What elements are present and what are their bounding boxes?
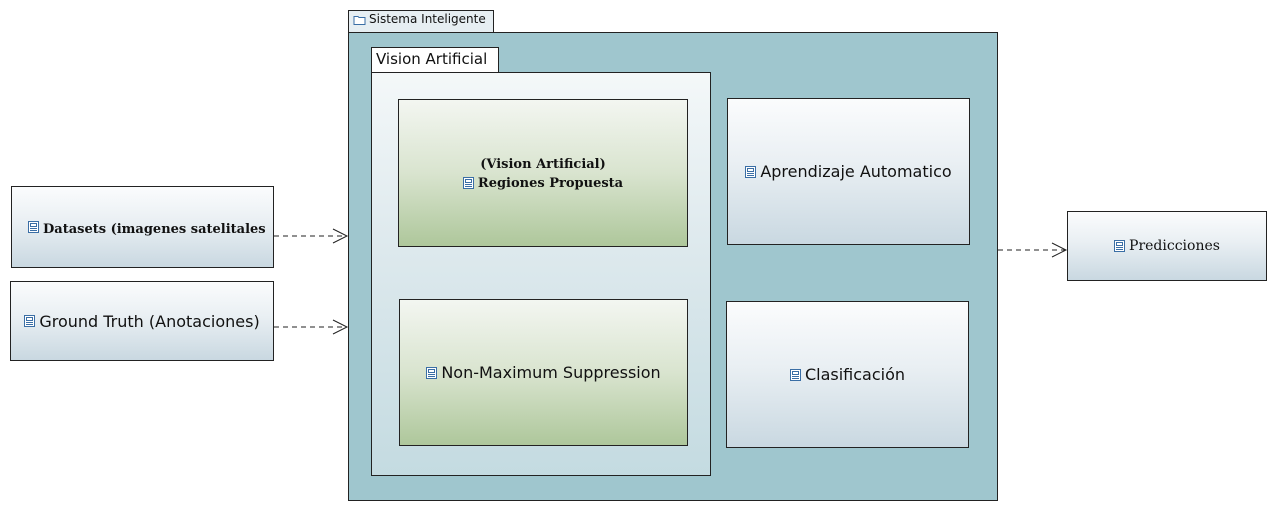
component-icon (24, 315, 36, 327)
component-icon (462, 177, 474, 189)
component-icon (28, 221, 39, 233)
predicciones-label: Predicciones (1129, 238, 1220, 254)
vision-artificial-tab: Vision Artificial (371, 47, 499, 73)
component-icon (426, 366, 438, 379)
regiones-propuesta-component[interactable]: (Vision Artificial) Regiones Propuesta (398, 99, 688, 247)
regiones-line2: Regiones Propuesta (477, 175, 624, 191)
aprendizaje-label: Aprendizaje Automatico (760, 162, 952, 181)
folder-icon (353, 15, 366, 25)
datasets-dependency-arrow (274, 228, 349, 244)
regiones-line1: (Vision Artificial) (480, 156, 606, 172)
aprendizaje-automatico-component[interactable]: Aprendizaje Automatico (727, 98, 970, 245)
datasets-component[interactable]: Datasets (imagenes satelitales (11, 186, 274, 268)
ground-truth-dependency-arrow (274, 319, 349, 335)
datasets-label: Datasets (imagenes satelitales (43, 221, 266, 237)
nms-label: Non-Maximum Suppression (441, 363, 661, 382)
component-icon (789, 368, 801, 381)
component-icon (1114, 240, 1126, 252)
nms-component[interactable]: Non-Maximum Suppression (399, 299, 688, 446)
clasificacion-component[interactable]: Clasificación (726, 301, 969, 448)
vision-artificial-label: Vision Artificial (376, 50, 488, 68)
predicciones-component[interactable]: Predicciones (1067, 211, 1267, 281)
ground-truth-label: Ground Truth (Anotaciones) (39, 311, 260, 331)
ground-truth-component[interactable]: Ground Truth (Anotaciones) (10, 281, 274, 361)
predicciones-dependency-arrow (998, 242, 1068, 258)
package-name: Sistema Inteligente (369, 12, 486, 26)
package-tab: Sistema Inteligente (348, 10, 494, 33)
component-icon (745, 165, 757, 178)
clasificacion-label: Clasificación (804, 365, 906, 384)
